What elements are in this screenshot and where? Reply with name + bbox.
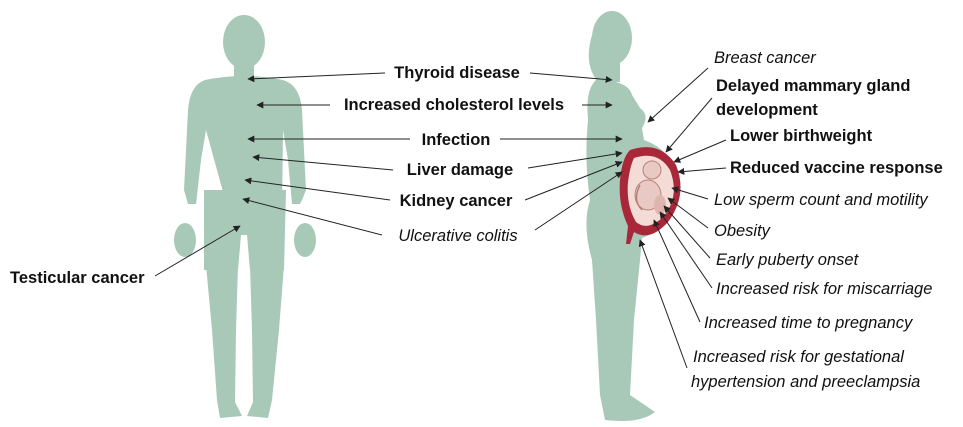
label-liver-damage: Liver damage	[407, 161, 513, 179]
label-lower-birthweight: Lower birthweight	[730, 127, 873, 145]
label-reduced-vaccine-response: Reduced vaccine response	[730, 159, 943, 177]
label-low-sperm-count: Low sperm count and motility	[714, 191, 929, 209]
label-delayed-mammary-1: Delayed mammary gland	[716, 77, 910, 95]
label-ulcerative-colitis: Ulcerative colitis	[398, 227, 517, 245]
label-breast-cancer: Breast cancer	[714, 49, 817, 67]
label-infection: Infection	[422, 131, 491, 149]
label-delayed-mammary-2: development	[716, 101, 818, 119]
label-thyroid-disease: Thyroid disease	[394, 64, 520, 82]
label-kidney-cancer: Kidney cancer	[400, 192, 513, 210]
label-testicular-cancer: Testicular cancer	[10, 269, 145, 287]
label-miscarriage: Increased risk for miscarriage	[716, 280, 932, 298]
label-obesity: Obesity	[714, 222, 772, 240]
label-time-to-pregnancy: Increased time to pregnancy	[704, 314, 914, 332]
label-gestational-1: Increased risk for gestational	[693, 348, 905, 366]
label-increased-cholesterol: Increased cholesterol levels	[344, 96, 564, 114]
label-early-puberty: Early puberty onset	[716, 251, 860, 269]
male-silhouette	[174, 15, 316, 418]
label-gestational-2: hypertension and preeclampsia	[691, 373, 920, 391]
